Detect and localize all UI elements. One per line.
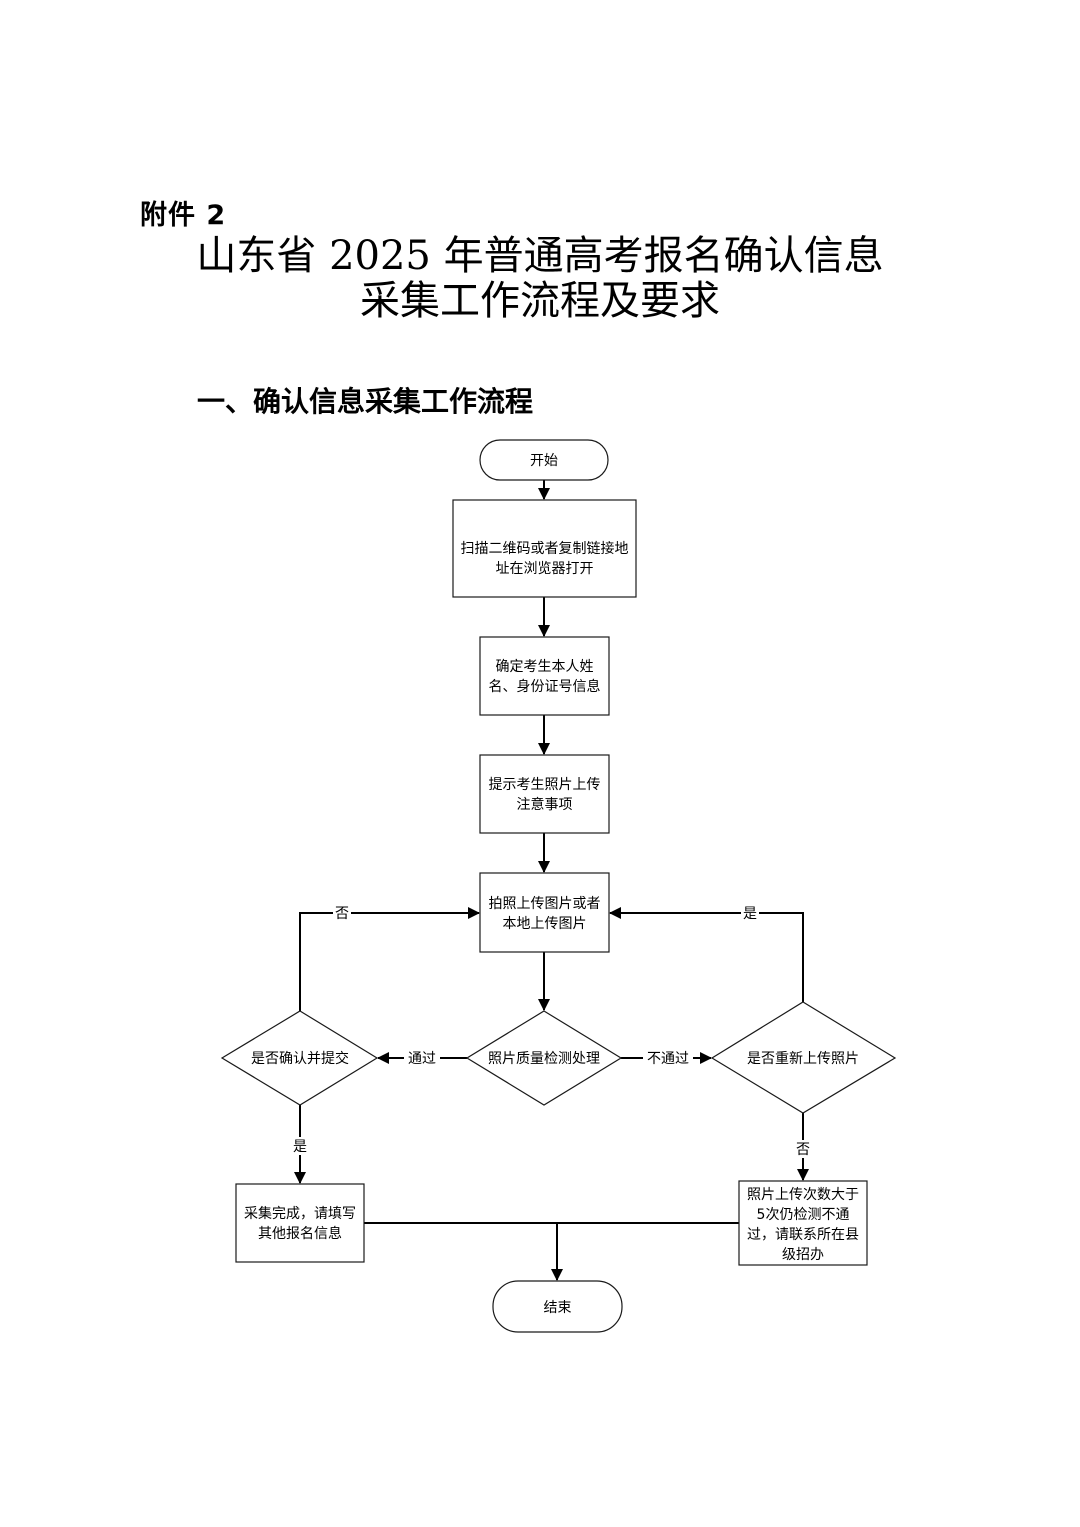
edge-label-confirm-yes: 是 <box>293 1139 307 1155</box>
step4-line1: 拍照上传图片或者 <box>489 896 601 912</box>
step1-line2: 址在浏览器打开 <box>496 560 594 577</box>
step2-line2: 名、身份证号信息 <box>489 678 601 695</box>
result-complete-line1: 采集完成，请填写 <box>244 1205 356 1222</box>
end-node: 结束 <box>492 1280 623 1333</box>
start-label: 开始 <box>530 453 558 469</box>
step2-node: 确定考生本人姓 名、身份证号信息 <box>479 636 610 716</box>
result-contact-line4: 级招办 <box>782 1247 824 1263</box>
result-contact-line2: 5次仍检测不通 <box>757 1207 850 1223</box>
result-complete-node: 采集完成，请填写 其他报名信息 <box>235 1183 365 1263</box>
start-node: 开始 <box>479 439 609 481</box>
edge-labels: 通过 不通过 否 是 是 否 <box>291 904 812 1158</box>
step3-node: 提示考生照片上传 注意事项 <box>479 754 610 834</box>
decision-quality-label: 照片质量检测处理 <box>488 1051 600 1067</box>
result-contact-line1: 照片上传次数大于 <box>747 1187 859 1203</box>
end-label: 结束 <box>544 1300 572 1316</box>
edge-label-pass: 通过 <box>408 1051 436 1067</box>
decision-confirm-label: 是否确认并提交 <box>251 1050 349 1067</box>
result-contact-line3: 过，请联系所在县 <box>747 1227 859 1243</box>
result-contact-node: 照片上传次数大于 5次仍检测不通 过，请联系所在县 级招办 <box>738 1180 868 1266</box>
decision-confirm-node: 是否确认并提交 <box>220 1010 379 1106</box>
step4-line2: 本地上传图片 <box>503 916 587 932</box>
edge-reupload-yes <box>609 907 804 1002</box>
edge-label-confirm-no: 否 <box>335 906 349 922</box>
decision-quality-node: 照片质量检测处理 <box>465 1010 623 1106</box>
decision-reupload-node: 是否重新上传照片 <box>710 1001 897 1114</box>
step4-node: 拍照上传图片或者 本地上传图片 <box>479 872 610 953</box>
annex-label: 附件 2 <box>140 200 227 231</box>
section-heading: 一、确认信息采集工作流程 <box>197 385 534 418</box>
edge-label-fail: 不通过 <box>647 1051 689 1067</box>
edge-confirm-no <box>299 907 480 1011</box>
step3-line2: 注意事项 <box>517 796 573 813</box>
step3-line1: 提示考生照片上传 <box>489 777 601 793</box>
result-complete-line2: 其他报名信息 <box>258 1225 342 1242</box>
decision-reupload-label: 是否重新上传照片 <box>747 1051 859 1067</box>
document-title-line1: 山东省 2025 年普通高考报名确认信息 <box>196 233 884 279</box>
step2-line1: 确定考生本人姓 <box>496 659 594 675</box>
step1-line1: 扫描二维码或者复制链接地 <box>461 540 629 557</box>
step1-node: 扫描二维码或者复制链接地 址在浏览器打开 <box>452 499 637 598</box>
document-title-line2: 采集工作流程及要求 <box>360 278 720 324</box>
edge-label-reupload-no: 否 <box>796 1142 810 1158</box>
edge-label-reupload-yes: 是 <box>743 906 757 922</box>
